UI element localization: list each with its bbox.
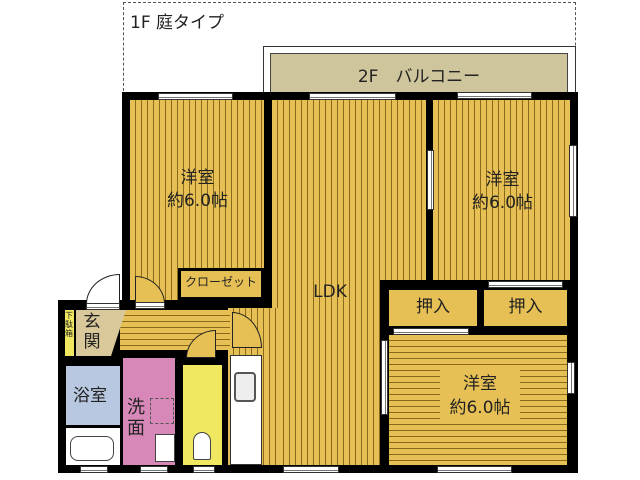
window[interactable]: [437, 466, 512, 473]
room-western-bottom-name: 洋室: [463, 374, 497, 394]
washbasin-icon: [155, 434, 175, 462]
window[interactable]: [86, 303, 120, 310]
bath: [66, 366, 120, 425]
room-western-right-name: 洋室: [485, 170, 520, 190]
room-western-right-size: 約6.0帖: [471, 193, 534, 213]
room-western-left: [130, 100, 264, 300]
window[interactable]: [569, 145, 577, 217]
ldk-label: LDK: [313, 282, 347, 302]
window[interactable]: [193, 466, 215, 473]
room-western-left-name: 洋室: [180, 168, 215, 188]
closet-label: クローゼット: [184, 275, 257, 289]
entrance-door[interactable]: [86, 274, 120, 304]
toilet-icon: [193, 432, 211, 460]
oshiire-1-label: 押入: [416, 297, 450, 317]
room-western-bottom-size: 約6.0帖: [449, 398, 511, 418]
balcony: [270, 53, 568, 95]
washroom-label: 洗面: [127, 397, 145, 439]
window[interactable]: [283, 466, 339, 473]
closet: [178, 268, 264, 300]
bathtub-icon: [70, 436, 114, 461]
window[interactable]: [488, 281, 563, 288]
sink-icon: [234, 372, 256, 402]
floor-title: 1F 庭タイプ: [130, 13, 224, 33]
window[interactable]: [381, 340, 388, 415]
window[interactable]: [140, 466, 168, 473]
oshiire-2-label: 押入: [508, 297, 543, 317]
room-western-left-size: 約6.0帖: [166, 191, 229, 211]
window[interactable]: [309, 93, 396, 100]
oshiire-1: [389, 290, 477, 326]
window[interactable]: [135, 302, 165, 309]
room-western-right: [433, 100, 570, 280]
entrance-label: 玄関: [83, 312, 101, 352]
window[interactable]: [567, 362, 575, 394]
window[interactable]: [158, 93, 233, 100]
window[interactable]: [80, 466, 108, 473]
oshiire-2: [484, 290, 567, 326]
balcony-label: 2F バルコニー: [357, 67, 481, 87]
label-bg: [440, 370, 520, 422]
window[interactable]: [427, 150, 434, 210]
shoe-box-label: 下駄箱: [65, 311, 73, 338]
bath-label: 浴室: [73, 386, 107, 406]
window[interactable]: [393, 328, 469, 335]
window[interactable]: [457, 92, 532, 99]
washer-space-icon: [150, 398, 174, 424]
shoe-box: [65, 310, 74, 356]
